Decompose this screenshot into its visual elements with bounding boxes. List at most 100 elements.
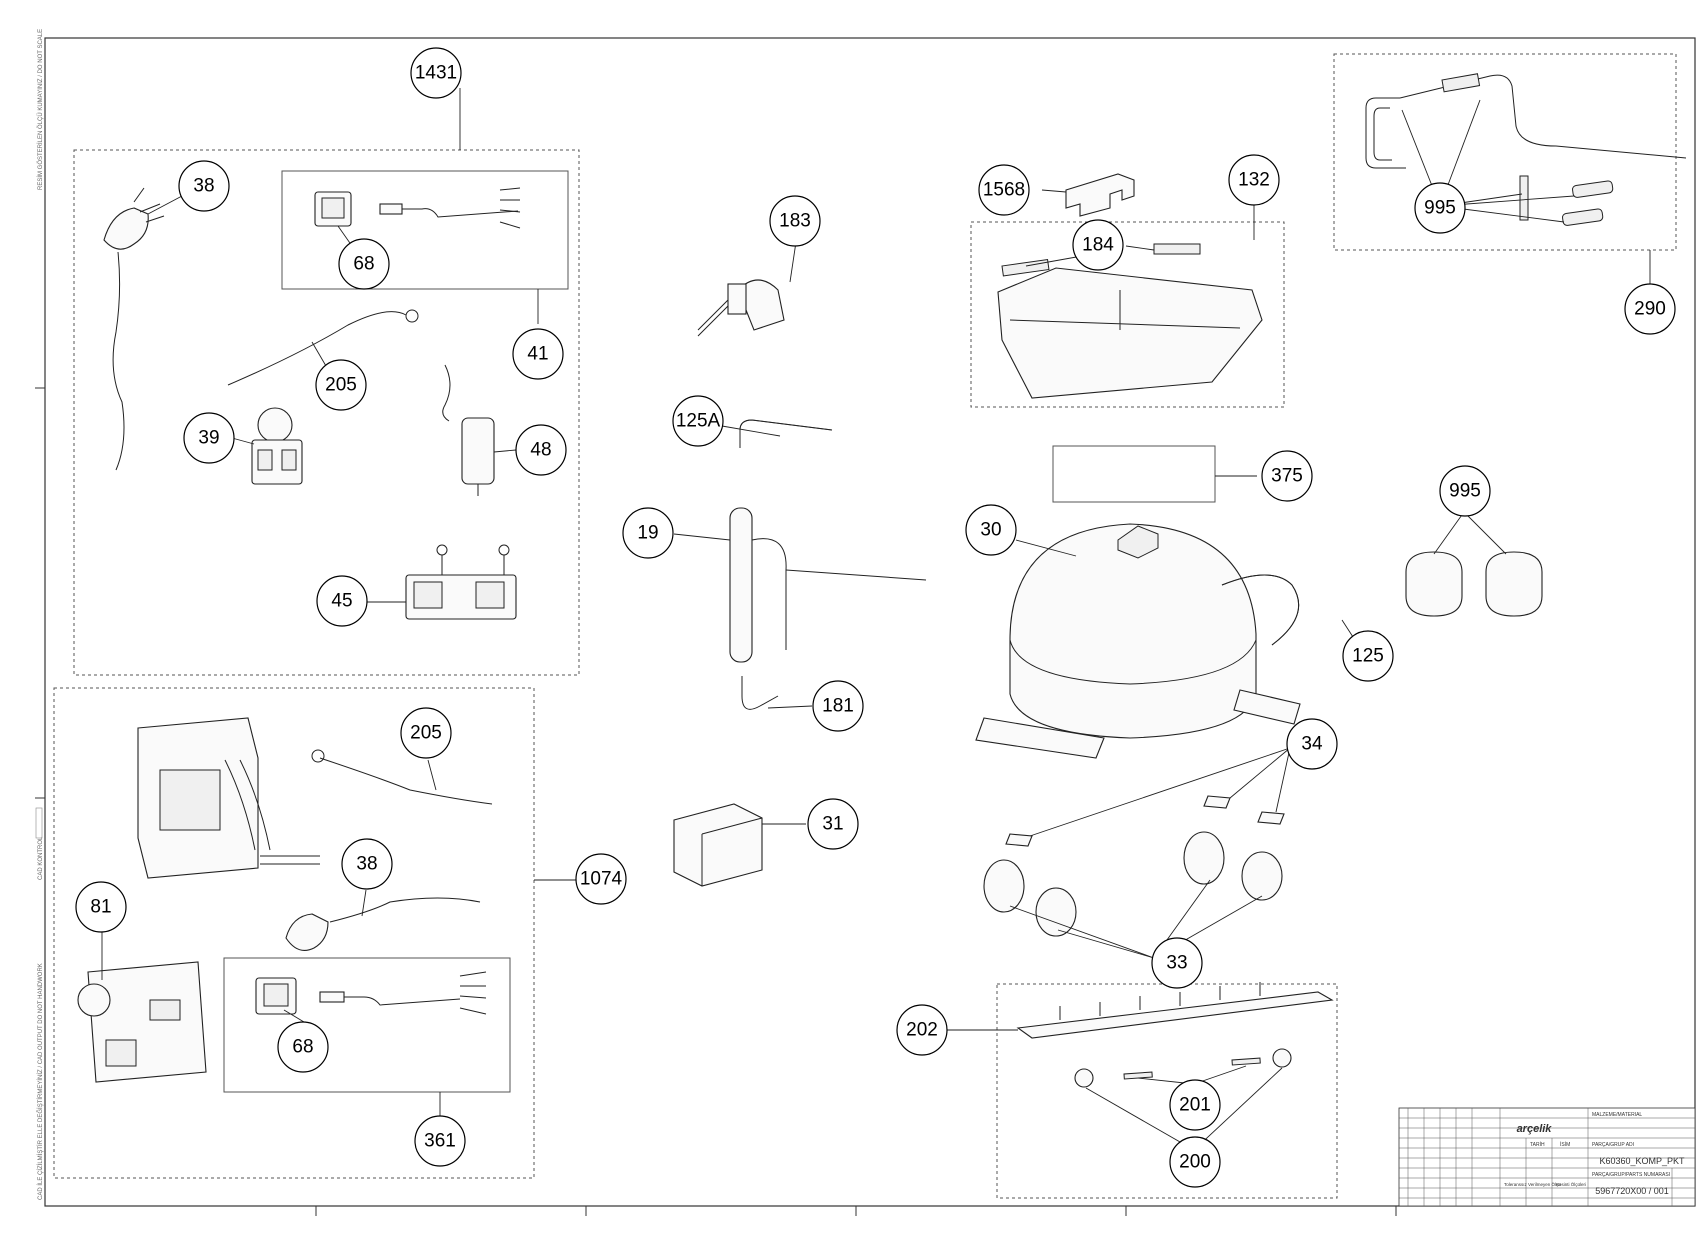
group-box-361 <box>223 957 511 1093</box>
callout-132: 132 <box>1228 154 1280 206</box>
callout-125: 125 <box>1342 630 1394 682</box>
callout-995-top: 995 <box>1414 182 1466 234</box>
svg-text:38: 38 <box>356 854 377 875</box>
drier-19 <box>729 507 927 663</box>
svg-text:125A: 125A <box>676 411 721 432</box>
relay-39 <box>251 407 303 485</box>
callout-183: 183 <box>769 195 821 247</box>
callout-19: 19 <box>622 507 674 559</box>
callout-181: 181 <box>812 680 864 732</box>
mount-clips-34 <box>1005 795 1285 847</box>
group-box-290 <box>1333 53 1677 251</box>
callout-205-bottom: 205 <box>400 707 452 759</box>
part-name-value: K60360_KOMP_PKT <box>1599 1156 1685 1166</box>
tray-132 <box>997 243 1263 399</box>
callout-81: 81 <box>75 881 127 933</box>
svg-text:995: 995 <box>1449 481 1481 502</box>
callout-1568: 1568 <box>978 164 1030 216</box>
callout-995-right: 995 <box>1439 465 1491 517</box>
callout-68-top: 68 <box>338 238 390 290</box>
callout-31: 31 <box>807 798 859 850</box>
label-375 <box>1052 445 1216 503</box>
power-plug-38-bottom <box>285 897 481 951</box>
svg-text:200: 200 <box>1179 1152 1211 1173</box>
callout-38-bottom: 38 <box>341 838 393 890</box>
frame-ticks <box>35 387 1397 1216</box>
tolerance-label: Toleranssız Verilmeyen Ölçü <box>1504 1181 1561 1187</box>
svg-text:183: 183 <box>779 211 811 232</box>
callout-202: 202 <box>896 1004 948 1056</box>
compressor-30 <box>975 523 1301 759</box>
scale-label: Kesinti Ölçüleri <box>1556 1181 1586 1187</box>
svg-text:995: 995 <box>1424 198 1456 219</box>
svg-text:68: 68 <box>292 1037 313 1058</box>
controller-housing-1074 <box>137 717 320 879</box>
group-box-41 <box>281 170 569 290</box>
brand-logo-text: arçelik <box>1517 1123 1553 1135</box>
capacitor-48 <box>442 364 495 496</box>
callout-1074: 1074 <box>575 853 627 905</box>
svg-text:45: 45 <box>331 591 352 612</box>
svg-text:202: 202 <box>906 1020 938 1041</box>
svg-text:205: 205 <box>325 375 357 396</box>
fasteners-201-200 <box>1074 1048 1292 1088</box>
callout-34: 34 <box>1286 718 1338 770</box>
svg-text:201: 201 <box>1179 1095 1211 1116</box>
margin-note-middle: CAD KONTROL <box>38 836 44 880</box>
switch-68-top <box>314 187 521 229</box>
protector-31 <box>673 803 763 887</box>
svg-text:81: 81 <box>90 897 111 918</box>
bracket-1568 <box>1065 173 1135 217</box>
svg-text:125: 125 <box>1352 646 1384 667</box>
callout-68-bottom: 68 <box>277 1021 329 1073</box>
svg-text:1074: 1074 <box>580 869 623 890</box>
sleeves-995-right <box>1405 551 1543 617</box>
name-label: İSİM <box>1560 1141 1570 1148</box>
callout-39: 39 <box>183 412 235 464</box>
svg-text:30: 30 <box>980 520 1001 541</box>
terminal-block-45 <box>405 544 517 620</box>
callout-200: 200 <box>1169 1136 1221 1188</box>
sleeves-995-top <box>1519 175 1614 226</box>
callout-38-top: 38 <box>178 160 230 212</box>
svg-text:39: 39 <box>198 428 219 449</box>
svg-text:34: 34 <box>1301 734 1323 755</box>
part-number-label: PARÇA/GRUP/PARTS NUMARASI <box>1592 1172 1670 1178</box>
svg-text:205: 205 <box>410 723 442 744</box>
svg-text:132: 132 <box>1238 170 1270 191</box>
margin-note-bottom: CAD İLE ÇİZİLMİŞTİR ELLE DEĞİŞTİRMEYİNİZ… <box>37 963 44 1200</box>
callout-1431: 1431 <box>410 47 462 99</box>
earth-wire-205-bottom <box>311 749 493 805</box>
svg-text:68: 68 <box>353 254 374 275</box>
mounting-rail-202 <box>1016 982 1334 1039</box>
svg-text:1431: 1431 <box>415 63 457 84</box>
callout-30: 30 <box>965 504 1017 556</box>
callout-290: 290 <box>1624 283 1676 335</box>
callout-201: 201 <box>1169 1079 1221 1131</box>
earth-wire-205-top <box>227 309 419 386</box>
callout-33: 33 <box>1151 937 1203 989</box>
margin-note-top: RESİM GÖSTERİLEN ÖLÇÜ KUMAYINIZ / DO NOT… <box>37 29 44 190</box>
material-label: MALZEME/MATERIAL <box>1592 1112 1642 1118</box>
part-name-label: PARÇA/GRUP ADI <box>1592 1142 1634 1148</box>
callout-361: 361 <box>414 1115 466 1167</box>
tube-125A <box>739 419 833 448</box>
svg-text:48: 48 <box>530 440 551 461</box>
callout-41: 41 <box>512 328 564 380</box>
callout-184: 184 <box>1072 219 1124 271</box>
svg-text:184: 184 <box>1082 235 1114 256</box>
svg-text:19: 19 <box>637 523 658 544</box>
part-number-value: 5967720X00 / 001 <box>1595 1186 1669 1196</box>
svg-text:290: 290 <box>1634 299 1666 320</box>
svg-text:31: 31 <box>822 814 843 835</box>
tube-assembly-290 <box>1365 73 1687 169</box>
capillary-181 <box>741 676 779 710</box>
switch-68-bottom <box>255 971 487 1015</box>
date-label: TARİH <box>1530 1141 1545 1148</box>
callout-48: 48 <box>515 424 567 476</box>
title-block: arçelik MALZEME/MATERIAL TARİH İSİM PARÇ… <box>1398 1107 1696 1207</box>
svg-text:41: 41 <box>527 344 548 365</box>
svg-text:33: 33 <box>1166 953 1187 974</box>
group-box-132 <box>970 221 1285 408</box>
